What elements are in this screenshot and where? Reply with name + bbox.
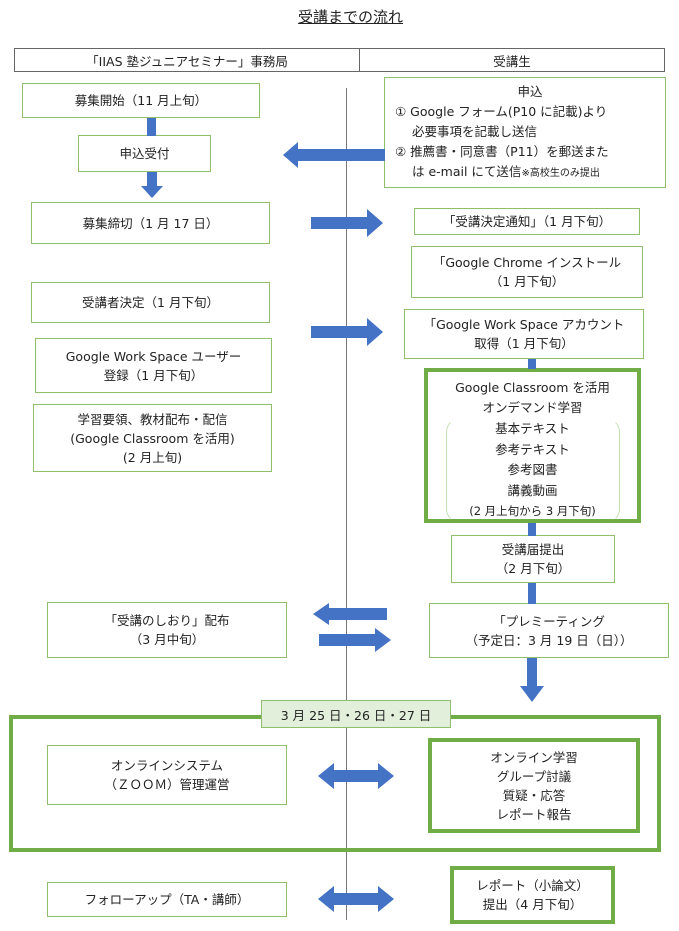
recruit-start-box: 募集開始（11 月上旬）: [22, 83, 260, 118]
guide-distribution-box: 「受講のしおり」配布 （3 月中旬）: [47, 602, 287, 658]
materials-bracket: 基本テキスト 参考テキスト 参考図書 講義動画 (2 月上旬から 3 月下旬): [445, 418, 620, 523]
connector-account-ondemand: [528, 359, 536, 369]
report-box: レポート（小論文） 提出（4 月下旬）: [450, 866, 615, 924]
connector-ondemand-form: [528, 523, 536, 536]
participant-decision-box: 受講者決定（1 月下旬）: [31, 282, 270, 323]
arrow-right-notice: [311, 209, 383, 237]
decision-notice-box: 「受講決定通知」（1 月下旬）: [414, 208, 640, 235]
materials-box: 学習要領、教材配布・配信 (Google Classroom を活用) (2 月…: [33, 404, 272, 472]
gws-account-box: 「Google Work Space アカウント 取得（1 月下旬）: [404, 309, 644, 359]
on-demand-learning-box: Google Classroom を活用 オンデマンド学習 基本テキスト 参考テ…: [424, 368, 641, 523]
arrow-left-guide: [313, 603, 387, 625]
online-learning-box: オンライン学習 グループ討議 質疑・応答 レポート報告: [428, 738, 640, 833]
arrow-down-2: [141, 172, 163, 198]
double-arrow-session: [318, 763, 394, 789]
arrow-right-account: [311, 318, 383, 346]
chrome-install-box: 「Google Chrome インストール （1 月下旬）: [411, 246, 643, 298]
connector-form-premeeting: [528, 583, 536, 604]
follow-up-box: フォローアップ（TA・講師）: [47, 882, 287, 917]
arrow-left-application: [283, 142, 385, 168]
gws-registration-box: Google Work Space ユーザー 登録（1 月下旬）: [35, 338, 272, 393]
double-arrow-followup: [318, 886, 394, 912]
arrow-down-premeeting: [520, 658, 544, 702]
arrow-right-guide: [319, 628, 391, 652]
header-student: 受講生: [493, 53, 531, 69]
recruit-close-box: 募集締切（1 月 17 日）: [31, 202, 270, 244]
application-accept-box: 申込受付: [78, 135, 211, 172]
online-system-box: オンラインシステム （ＺＯＯＭ）管理運営: [47, 745, 287, 805]
session-dates-tag: 3 月 25 日・26 日・27 日: [261, 700, 451, 728]
column-header: 「IIAS 塾ジュニアセミナー」事務局 受講生: [14, 48, 665, 72]
center-divider: [346, 88, 347, 920]
application-box: 申込 ① Google フォーム(P10 に記載)より 必要事項を記載し送信 ②…: [384, 77, 666, 188]
pre-meeting-box: 「プレミーティング （予定日：3 月 19 日（日））: [429, 603, 669, 658]
header-office: 「IIAS 塾ジュニアセミナー」事務局: [15, 49, 360, 71]
attendance-form-box: 受講届提出 （2 月下旬）: [451, 535, 615, 583]
page-title: 受講までの流れ: [297, 8, 403, 26]
arrow-down-1: [147, 118, 156, 136]
